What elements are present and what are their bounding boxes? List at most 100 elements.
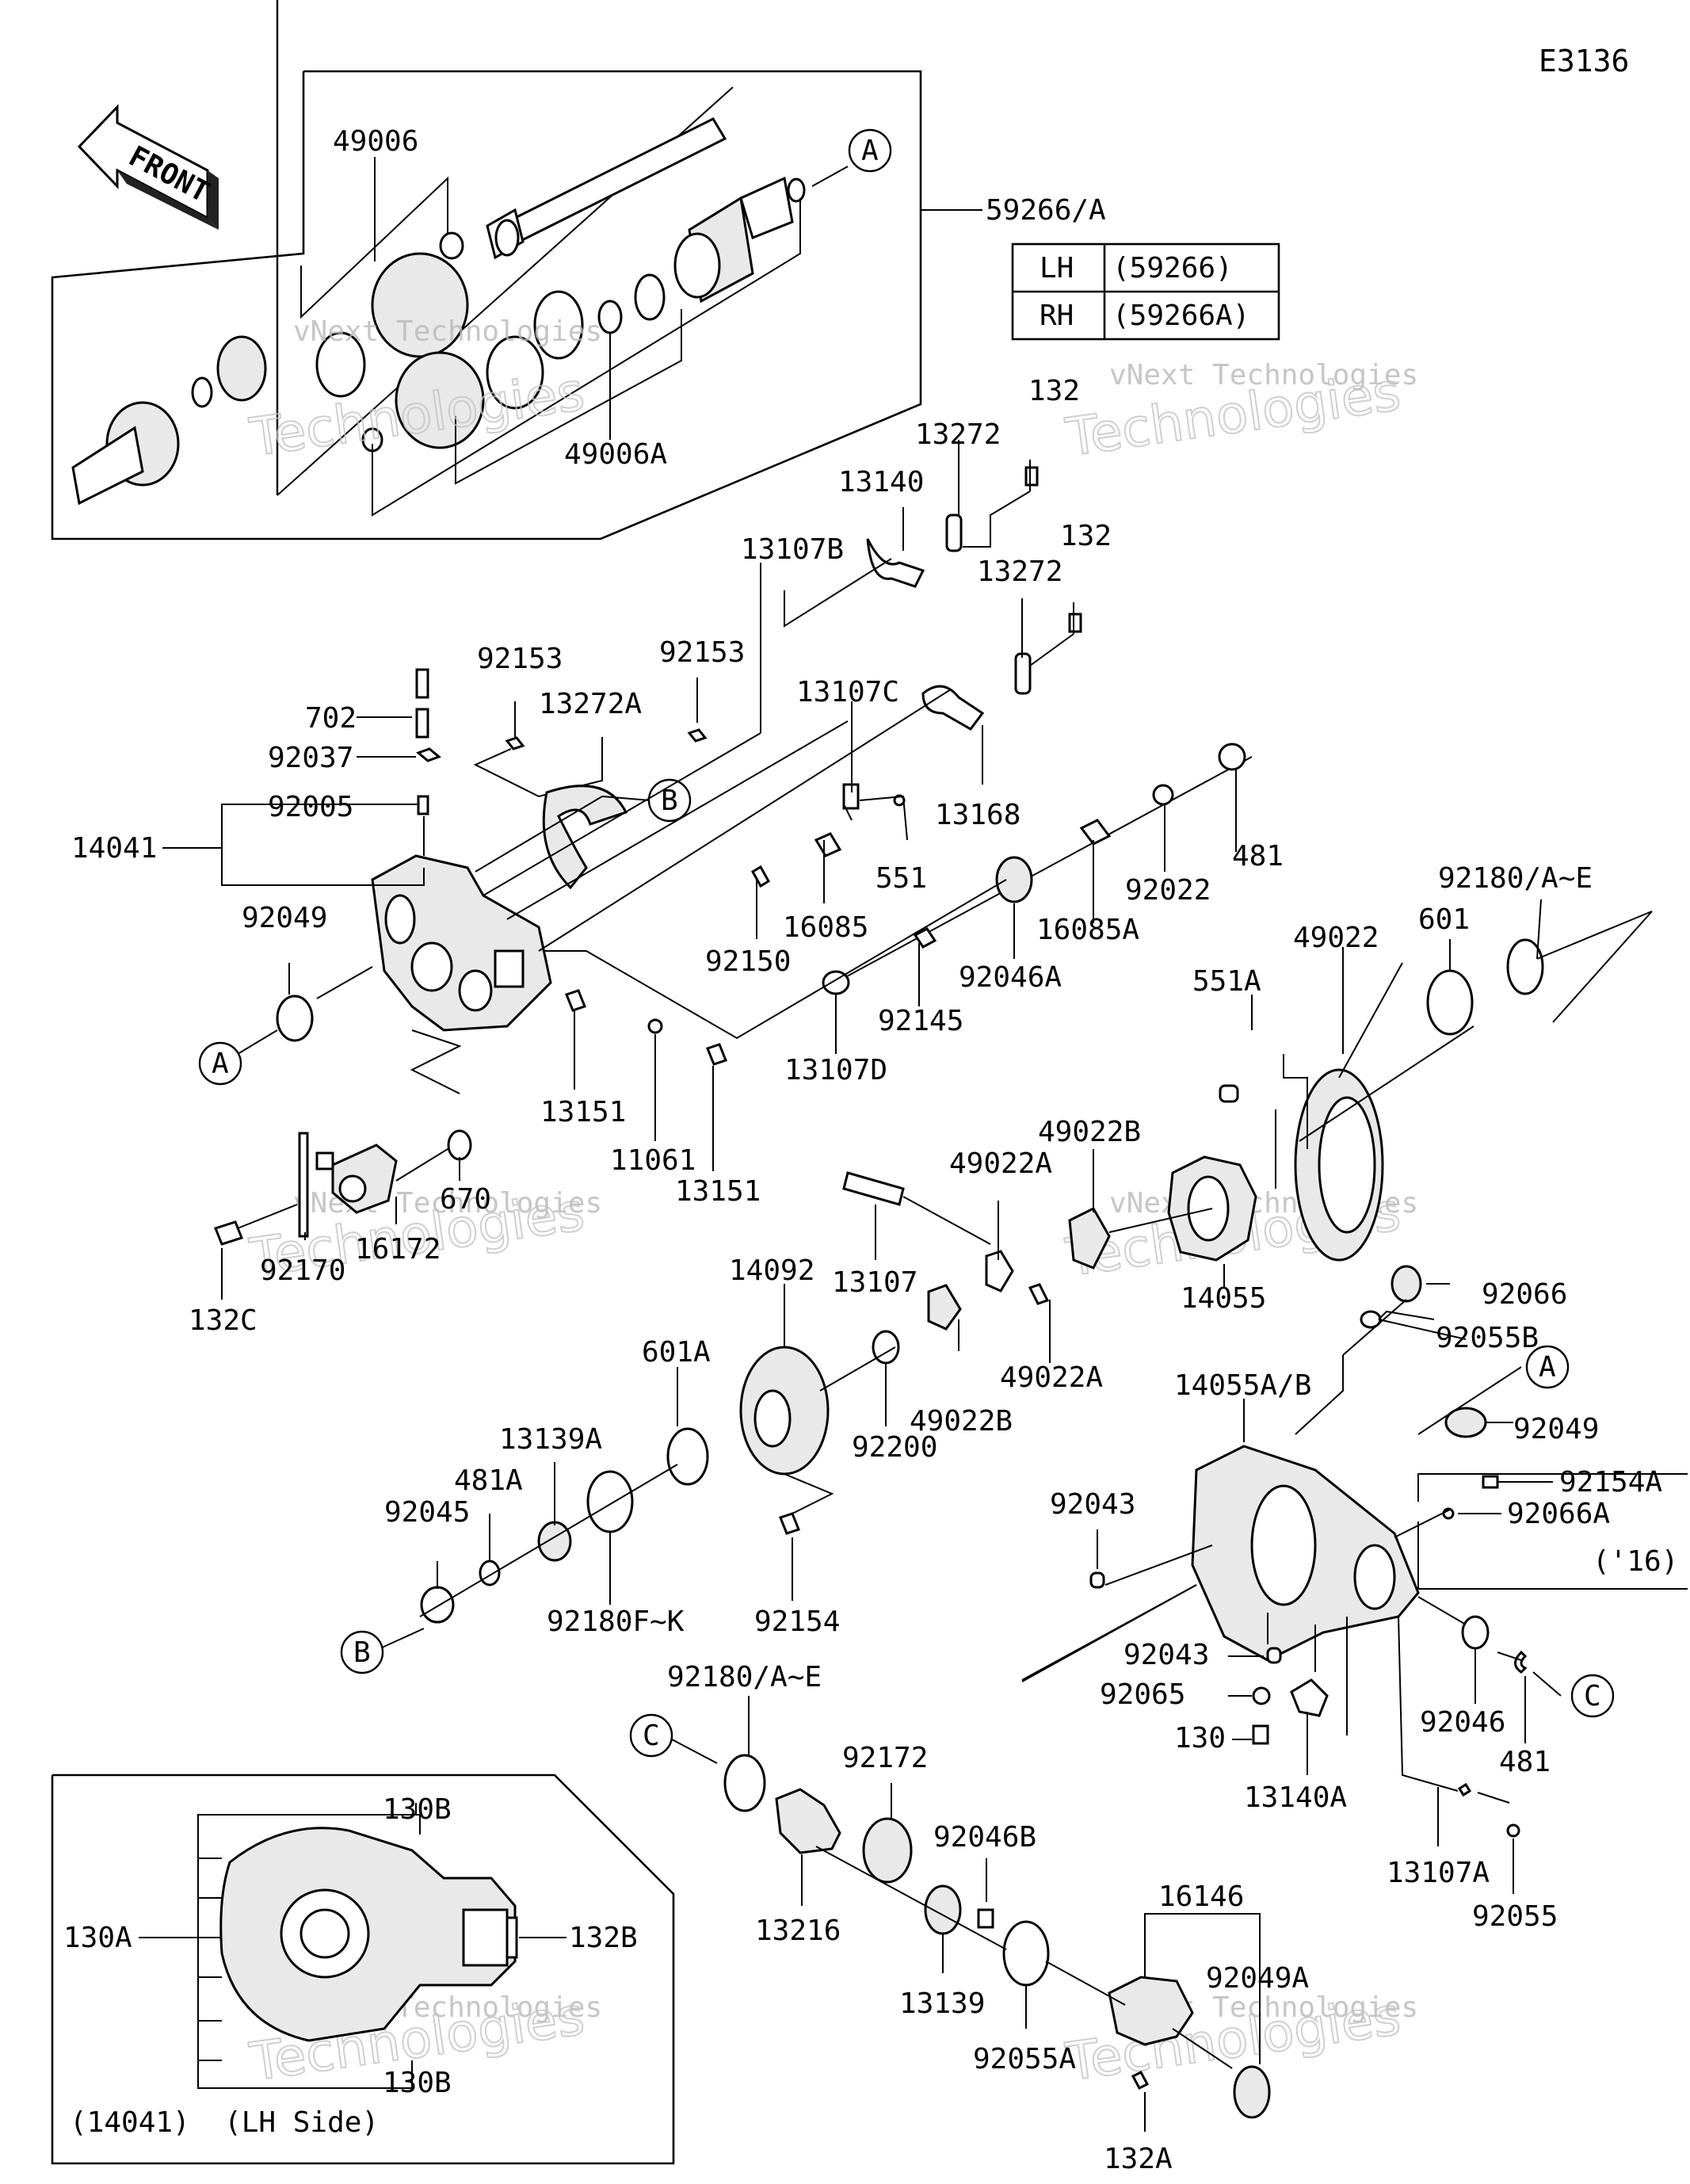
label-92055: 92055 bbox=[1472, 1900, 1558, 1933]
rear-case-14055ab bbox=[1089, 1265, 1528, 1745]
circle-marker-b-bottom bbox=[340, 1630, 384, 1674]
label-132-mid: 132 bbox=[1060, 520, 1112, 552]
label-13107: 13107 bbox=[832, 1266, 917, 1299]
label-481-right: 481 bbox=[1499, 1746, 1551, 1778]
label-92066: 92066 bbox=[1482, 1278, 1567, 1311]
ring-gear-49022 bbox=[1219, 938, 1544, 1262]
label-132a: 132A bbox=[1104, 2143, 1173, 2175]
circle-c-label-right: C bbox=[1584, 1680, 1601, 1712]
lh-rh-table: LH (59266) RH (59266A) bbox=[1011, 242, 1280, 341]
label-49022b-bottom: 49022B bbox=[910, 1405, 1013, 1438]
label-92055a: 92055A bbox=[973, 2043, 1076, 2075]
circle-marker-c-right bbox=[1570, 1674, 1615, 1718]
label-13107c: 13107C bbox=[796, 676, 899, 708]
circle-marker-a-right bbox=[1525, 1345, 1570, 1389]
circle-a-label-right: A bbox=[1539, 1351, 1556, 1384]
label-13139: 13139 bbox=[899, 1987, 985, 2020]
label-130: 130 bbox=[1174, 1722, 1226, 1754]
label-702: 702 bbox=[305, 702, 357, 735]
inset-lh-side-view bbox=[51, 1774, 675, 2165]
front-arrow-icon: FRONT bbox=[77, 104, 219, 230]
label-92153-left: 92153 bbox=[477, 643, 563, 675]
shaft-kit-frame bbox=[51, 70, 922, 540]
table-lh-side: LH bbox=[1040, 252, 1074, 284]
label-13107b: 13107B bbox=[741, 533, 844, 566]
label-92049-right: 92049 bbox=[1513, 1413, 1599, 1445]
label-92037: 92037 bbox=[268, 742, 353, 774]
label-16172: 16172 bbox=[355, 1233, 441, 1266]
circle-marker-a-top bbox=[848, 128, 892, 173]
label-481-top: 481 bbox=[1232, 840, 1284, 872]
label-49022a-top: 49022A bbox=[949, 1147, 1052, 1180]
actuator-16172 bbox=[298, 1132, 398, 1238]
pinion-parts bbox=[723, 1754, 1271, 2119]
label-92046: 92046 bbox=[1420, 1706, 1505, 1739]
label-14055: 14055 bbox=[1181, 1282, 1266, 1315]
label-13151-left: 13151 bbox=[540, 1096, 626, 1128]
table-lh-part: (59266) bbox=[1112, 252, 1233, 284]
label-130b-top: 130B bbox=[383, 1793, 452, 1826]
inset-caption: (14041) (LH Side) bbox=[70, 2106, 379, 2139]
label-13139a: 13139A bbox=[499, 1423, 602, 1456]
label-92154a: 92154A bbox=[1559, 1466, 1662, 1499]
label-92150: 92150 bbox=[705, 945, 791, 978]
label-551: 551 bbox=[876, 862, 927, 895]
label-14041: 14041 bbox=[71, 832, 157, 865]
circle-c-label-bottom: C bbox=[643, 1720, 660, 1752]
table-rh-side: RH bbox=[1040, 300, 1074, 332]
label-92180fk: 92180F~K bbox=[547, 1606, 685, 1638]
label-92066a: 92066A bbox=[1507, 1498, 1610, 1530]
label-13140a: 13140A bbox=[1244, 1781, 1347, 1814]
label-92145: 92145 bbox=[878, 1005, 963, 1037]
label-601: 601 bbox=[1418, 903, 1470, 936]
diagram-code: E3136 bbox=[1539, 44, 1629, 78]
label-130a: 130A bbox=[63, 1922, 132, 1954]
label-13107a: 13107A bbox=[1387, 1857, 1490, 1889]
watermark-text: vNext Technologies bbox=[1109, 359, 1418, 391]
label-92049-left: 92049 bbox=[242, 902, 327, 934]
label-16085a: 16085A bbox=[1036, 914, 1139, 946]
label-49006: 49006 bbox=[333, 125, 418, 158]
label-92154: 92154 bbox=[754, 1606, 840, 1638]
label-13140: 13140 bbox=[838, 466, 924, 498]
input-shaft-parts bbox=[750, 743, 1253, 995]
circle-marker-c-bottom bbox=[629, 1713, 673, 1758]
label-13272-mid: 13272 bbox=[977, 556, 1062, 588]
label-49022: 49022 bbox=[1293, 922, 1379, 954]
label-92153-right: 92153 bbox=[659, 636, 745, 669]
label-92046a: 92046A bbox=[959, 961, 1062, 994]
label-13272-top: 13272 bbox=[915, 418, 1001, 451]
label-13151-right: 13151 bbox=[675, 1175, 761, 1208]
circle-b-label-top: B bbox=[661, 785, 678, 817]
label-92046b: 92046B bbox=[933, 1821, 1036, 1854]
watermark-top-right: vNext Technologies Technologies bbox=[1062, 359, 1419, 469]
year-note: ('16) bbox=[1593, 1545, 1678, 1578]
circle-a-label-top: A bbox=[861, 135, 879, 167]
label-92049a: 92049A bbox=[1206, 1962, 1309, 1995]
main-gear-case-14041 bbox=[371, 854, 552, 1032]
label-49006a: 49006A bbox=[564, 438, 667, 471]
label-130b-bottom: 130B bbox=[383, 2067, 452, 2099]
label-92022: 92022 bbox=[1125, 874, 1211, 907]
assembly-ref-label: 59266/A bbox=[986, 194, 1106, 227]
circle-marker-a-left bbox=[198, 1041, 242, 1086]
label-16146: 16146 bbox=[1158, 1880, 1244, 1913]
label-92065: 92065 bbox=[1100, 1678, 1185, 1711]
label-132c: 132C bbox=[189, 1304, 258, 1337]
label-92043-top: 92043 bbox=[1050, 1488, 1135, 1521]
label-11061: 11061 bbox=[610, 1144, 696, 1177]
label-13272a: 13272A bbox=[539, 688, 642, 720]
label-481a: 481A bbox=[454, 1464, 523, 1497]
circle-b-label-bottom: B bbox=[353, 1636, 371, 1669]
label-132b: 132B bbox=[569, 1922, 638, 1954]
seal-92049-left bbox=[276, 995, 314, 1042]
table-rh-part: (59266A) bbox=[1112, 300, 1249, 332]
label-92045: 92045 bbox=[384, 1496, 470, 1529]
label-92170: 92170 bbox=[260, 1254, 345, 1287]
label-92180ae-bottom: 92180/A~E bbox=[667, 1661, 822, 1693]
circle-a-label-left: A bbox=[212, 1048, 229, 1080]
label-92180ae-top: 92180/A~E bbox=[1438, 862, 1593, 895]
label-92005: 92005 bbox=[268, 791, 353, 823]
label-92172: 92172 bbox=[842, 1742, 928, 1774]
label-13216: 13216 bbox=[755, 1915, 841, 1947]
